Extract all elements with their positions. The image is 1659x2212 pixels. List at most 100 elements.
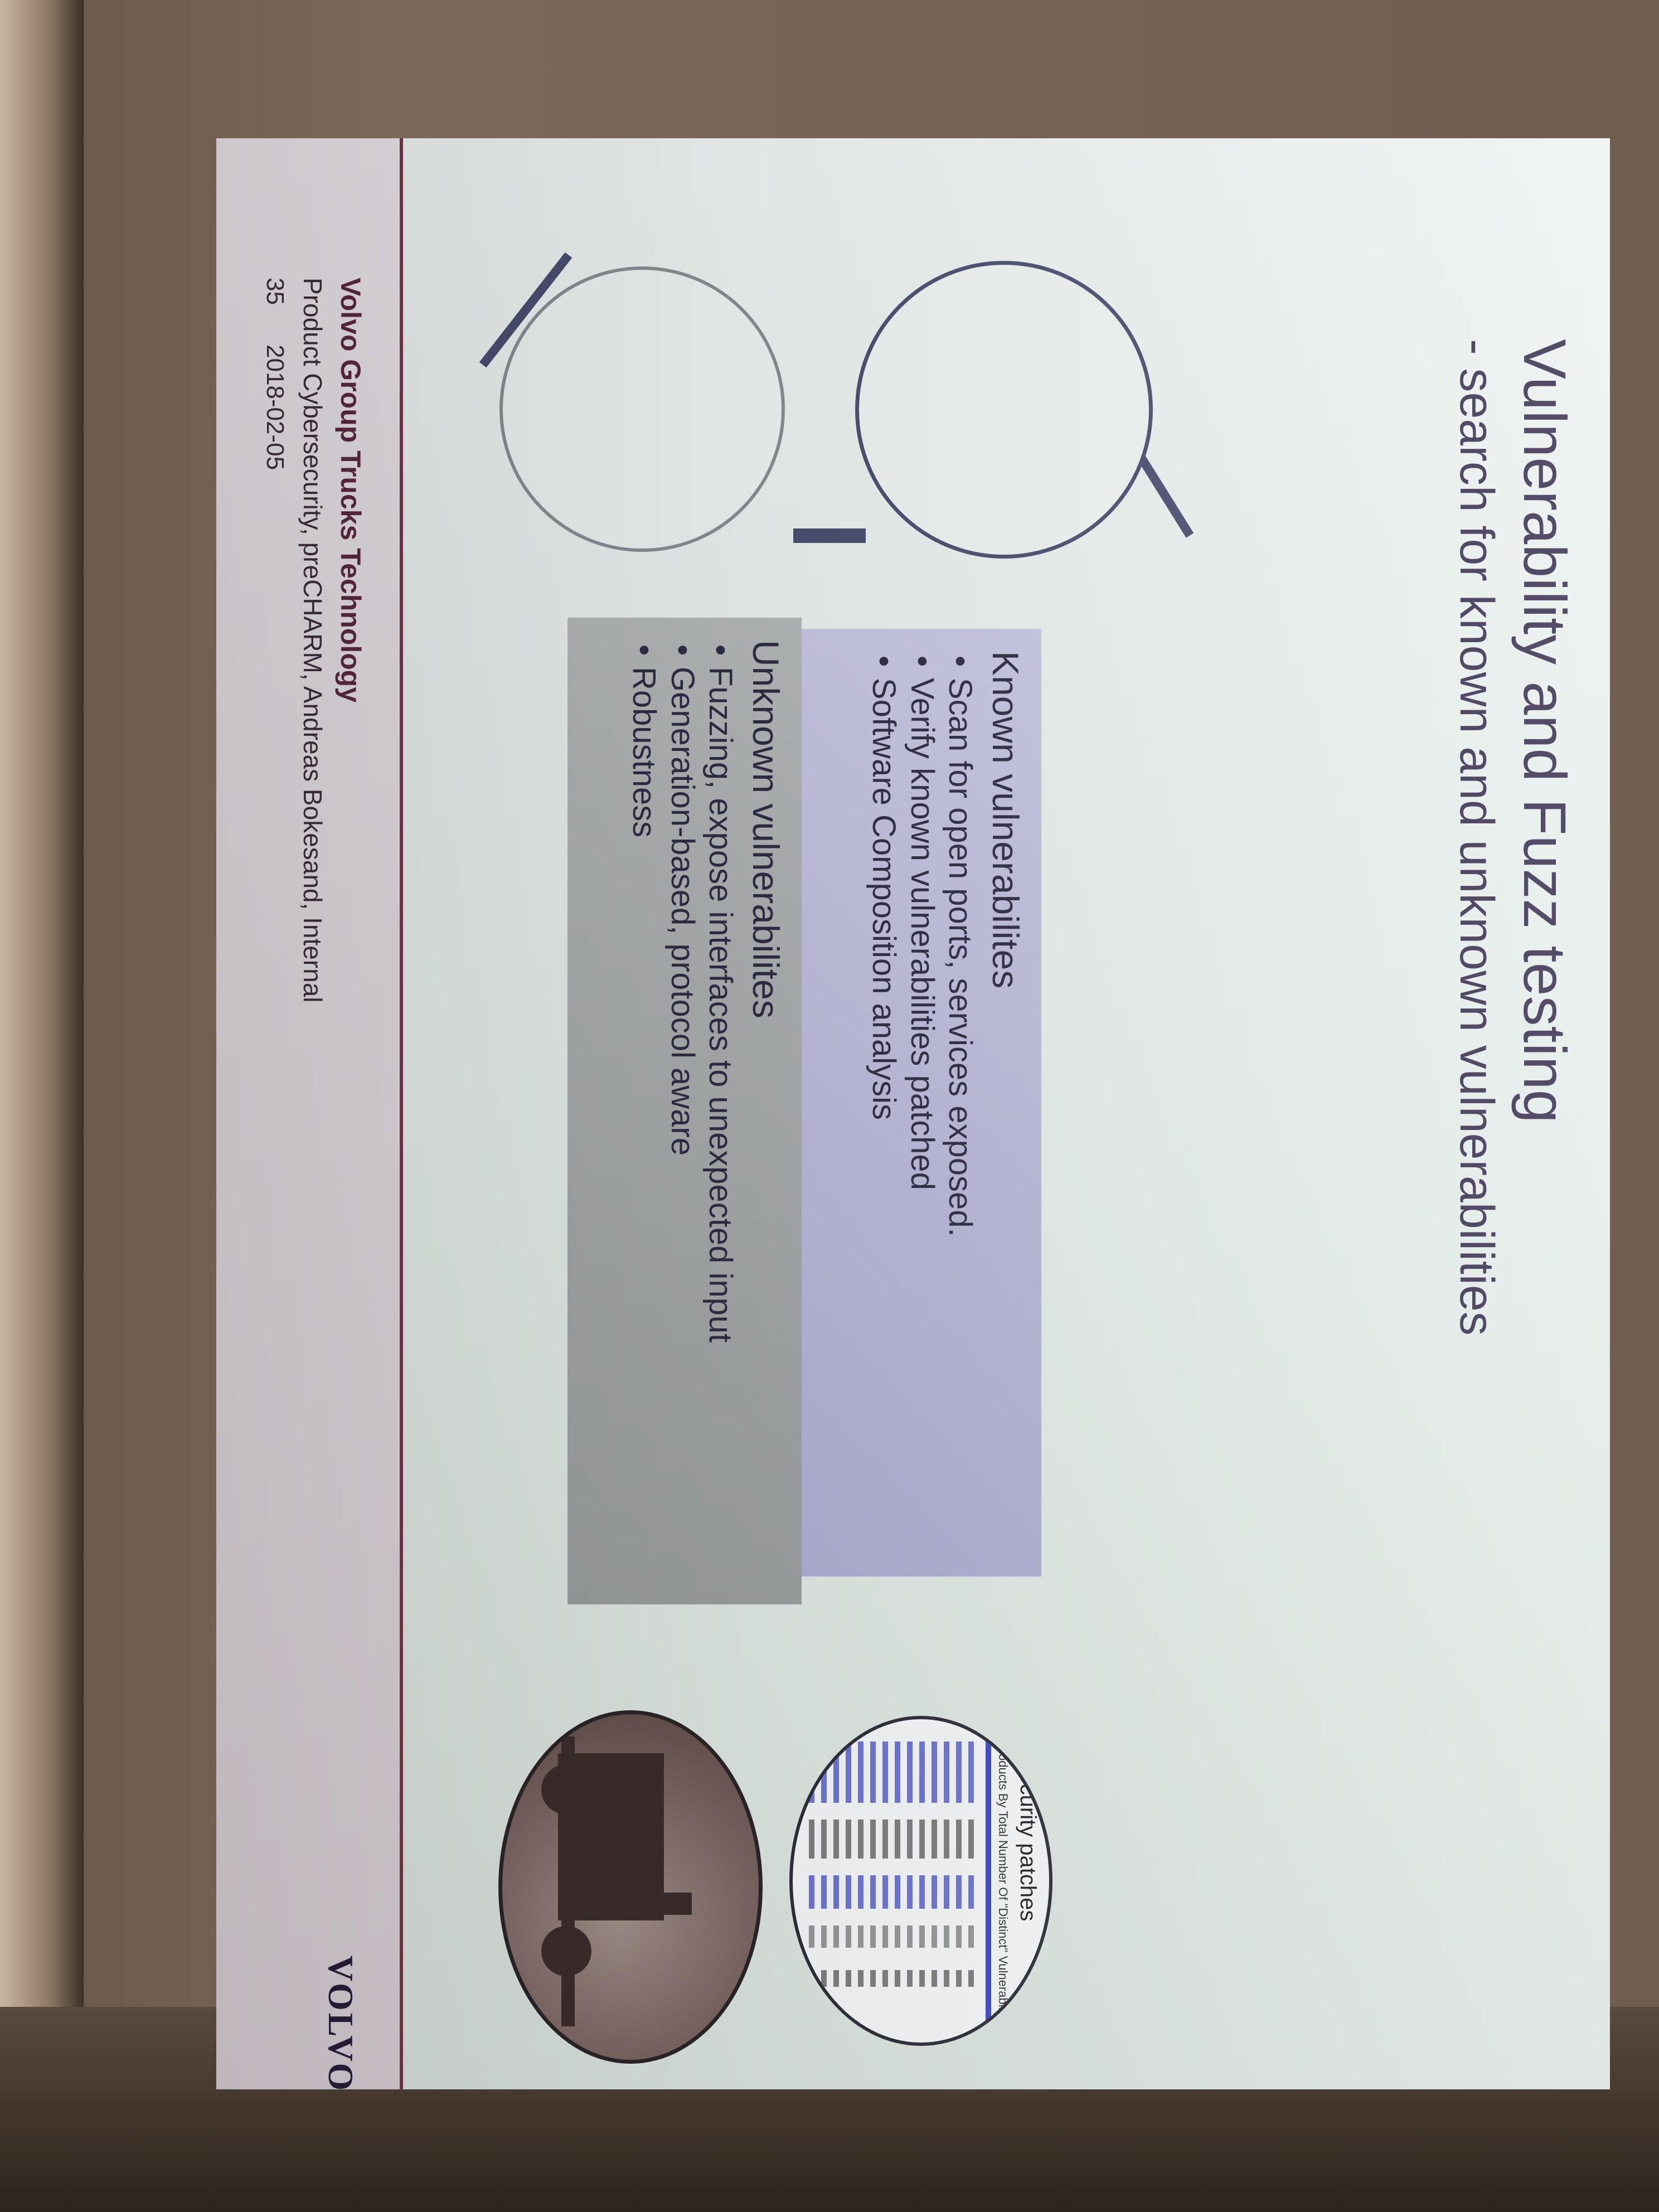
table-thumbnail-cell [895, 1742, 900, 1803]
table-thumbnail-cell [968, 1875, 974, 1909]
unknown-bullet: Robustness [625, 667, 663, 1582]
unknown-bullet: Generation-based, protocol aware [663, 667, 701, 1582]
table-thumbnail-cell [956, 1970, 962, 1987]
table-thumbnail-cell [944, 1925, 949, 1948]
table-thumbnail-cell [968, 1820, 974, 1859]
table-thumbnail-cell [846, 1742, 851, 1803]
table-thumbnail-cell [870, 1875, 876, 1909]
table-thumbnail-cell [858, 1875, 864, 1909]
table-thumbnail-row [833, 1736, 839, 2037]
table-thumbnail-cell [932, 1925, 937, 1948]
slide-subtitle: - search for known and unknown vulnerabi… [1450, 339, 1503, 1336]
table-thumbnail-row [944, 1736, 949, 2037]
table-thumbnail-cell [956, 1925, 962, 1948]
slide-title: Vulnerability and Fuzz testing [1511, 339, 1579, 1123]
table-thumbnail-cell [882, 1875, 888, 1909]
projection-screen: Vulnerability and Fuzz testing - search … [216, 138, 1610, 2089]
table-thumbnail-cell [858, 1970, 864, 1987]
table-thumbnail-cell [932, 1820, 937, 1859]
unknown-vulnerabilities-box: Unknown vulnerabilites Fuzzing, expose i… [567, 618, 802, 1604]
slide-date: 2018-02-05 [261, 345, 289, 470]
table-thumbnail-cell [833, 1925, 839, 1948]
table-thumbnail-cell [821, 1820, 827, 1859]
footer-divider [400, 138, 403, 2089]
truck-wheel-shape [541, 1764, 591, 1815]
table-thumbnail-cell [932, 1970, 937, 1987]
known-bullet: Verify known vulnerabilities patched [903, 678, 940, 1554]
table-thumbnail-row [846, 1736, 851, 2037]
table-thumbnail-subheading: Products By Total Number Of "Distinct" V… [996, 1742, 1010, 2032]
table-thumbnail-cell [968, 1925, 974, 1948]
table-thumbnail-cell [833, 1875, 839, 1909]
table-thumbnail-cell [895, 1925, 900, 1948]
screen-frame-edge [0, 0, 84, 2212]
footer-company: Volvo Group Trucks Technology [335, 278, 366, 703]
table-thumbnail-row [809, 1736, 814, 2037]
footer-subtitle: Product Cybersecurity, preCHARM, Andreas… [298, 278, 327, 1003]
table-thumbnail-cell [846, 1875, 851, 1909]
table-thumbnail-cell [821, 1970, 827, 1987]
table-thumbnail-cell [919, 1925, 925, 1948]
table-thumbnail-cell [870, 1970, 876, 1987]
table-thumbnail-row [821, 1736, 827, 2037]
table-thumbnail-cell [895, 1875, 900, 1909]
table-thumbnail-cell [895, 1820, 900, 1859]
table-thumbnail-cell [833, 1742, 839, 1803]
table-thumbnail-cell [932, 1875, 937, 1909]
table-thumbnail-cell [833, 1820, 839, 1859]
table-thumbnail-cell [882, 1970, 888, 1987]
table-thumbnail-row [956, 1736, 962, 2037]
table-thumbnail-cell [882, 1742, 888, 1803]
table-thumbnail-cell [858, 1820, 864, 1859]
table-thumbnail-cell [919, 1742, 925, 1803]
table-thumbnail-cell [956, 1875, 962, 1909]
glasses-lens-known [855, 261, 1153, 559]
table-thumbnail-row [968, 1736, 974, 2037]
table-thumbnail-cell [809, 1820, 814, 1859]
table-thumbnail-cell [919, 1875, 925, 1909]
table-thumbnail-cell [944, 1875, 949, 1909]
table-thumbnail-cell [821, 1925, 827, 1948]
table-thumbnail-cell [944, 1970, 949, 1987]
table-thumbnail-cell [895, 1970, 900, 1987]
table-thumbnail-cell [956, 1820, 962, 1859]
glasses-lens-unknown [499, 266, 785, 552]
slide-number: 35 [261, 278, 289, 305]
table-thumbnail-cell [858, 1742, 864, 1803]
table-thumbnail-cell [833, 1970, 839, 1987]
table-thumbnail-cell [846, 1925, 851, 1948]
unknown-bullet-list: Fuzzing, expose interfaces to unexpected… [625, 640, 739, 1582]
table-thumbnail-cell [858, 1925, 864, 1948]
table-thumbnail-cell [809, 1875, 814, 1909]
table-thumbnail-cell [809, 1742, 814, 1803]
unknown-heading: Unknown vulnerabilites [745, 640, 787, 1018]
table-thumbnail-row [858, 1736, 864, 2037]
unknown-bullet: Fuzzing, expose interfaces to unexpected… [701, 667, 739, 1582]
table-thumbnail: ...security patches Products By Total Nu… [789, 1716, 1052, 2046]
table-thumbnail-cell [846, 1820, 851, 1859]
table-thumbnail-row [895, 1736, 900, 2037]
known-bullet-list: Scan for open ports, services exposed. V… [865, 651, 979, 1554]
truck-photo-thumbnail [498, 1710, 763, 2064]
table-thumbnail-cell [944, 1742, 949, 1803]
table-thumbnail-cell [882, 1820, 888, 1859]
known-bullet: Software Composition analysis [865, 678, 903, 1554]
volvo-logo: VOLVO [321, 1956, 361, 2089]
table-thumbnail-row [882, 1736, 888, 2037]
table-thumbnail-cell [919, 1970, 925, 1987]
table-thumbnail-heading: ...security patches [1016, 1742, 1040, 1922]
table-thumbnail-cell [907, 1970, 913, 1987]
table-thumbnail-cell [968, 1742, 974, 1803]
table-thumbnail-cell [846, 1970, 851, 1987]
table-thumbnail-cell [956, 1742, 962, 1803]
table-thumbnail-header-bar [986, 1742, 991, 2031]
table-thumbnail-row [907, 1736, 913, 2037]
table-thumbnail-cell [944, 1820, 949, 1859]
table-thumbnail-cell [919, 1820, 925, 1859]
table-thumbnail-cell [821, 1742, 827, 1803]
table-thumbnail-cell [907, 1742, 913, 1803]
table-thumbnail-cell [932, 1742, 937, 1803]
table-thumbnail-cell [968, 1970, 974, 1987]
table-thumbnail-cell [809, 1925, 814, 1948]
table-thumbnail-cell [907, 1875, 913, 1909]
